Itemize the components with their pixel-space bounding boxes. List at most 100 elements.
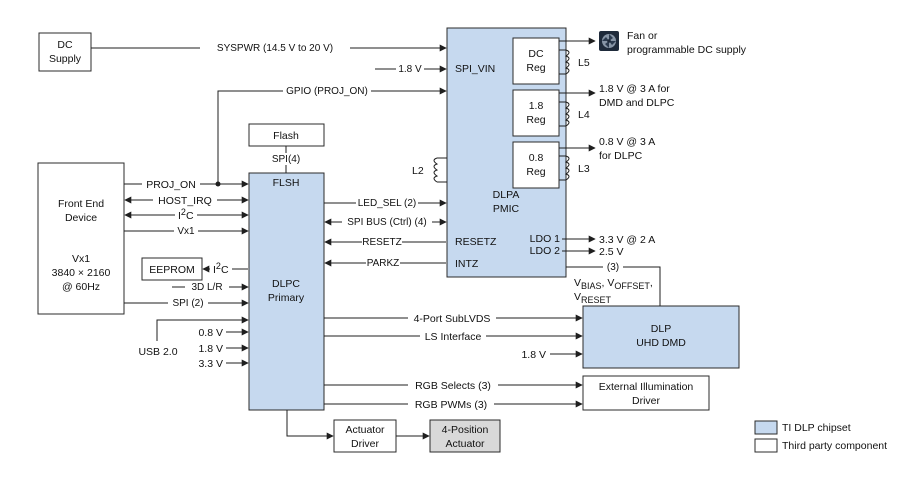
- flash-label: Flash: [273, 130, 299, 142]
- front-end-title-1: Front End: [58, 198, 104, 210]
- usb-label: USB 2.0: [138, 346, 177, 358]
- led-sel-wire: LED_SEL (2): [324, 197, 447, 209]
- actuator-driver-line-1: Actuator: [345, 424, 385, 436]
- dlpc-primary-block: FLSH DLPC Primary: [248, 172, 325, 411]
- reg-08-block: 0.8 Reg: [512, 141, 560, 189]
- l4-label: L4: [578, 109, 590, 121]
- dc-supply-block: DC Supply: [38, 32, 92, 72]
- dc-reg-line-1: DC: [528, 48, 544, 60]
- eeprom-i2c-wire: I2C: [202, 261, 248, 276]
- rgb-selects-wire: RGB Selects (3): [324, 379, 583, 392]
- external-illumination-driver-block: External Illumination Driver: [582, 375, 710, 411]
- dlpc-name-1: DLPC: [272, 278, 300, 290]
- dlpa-ldo1-pin: LDO 1: [530, 233, 561, 245]
- legend-swatch-third-party: [754, 438, 778, 453]
- actuator-driver-line-2: Driver: [351, 438, 380, 450]
- dmd-18v-label: 1.8 V: [521, 349, 546, 361]
- inductor-l3-icon: [559, 155, 570, 181]
- fan-icon: [599, 31, 619, 51]
- dlpc-18v-label: 1.8 V: [198, 343, 223, 355]
- dc-supply-line-2: Supply: [49, 53, 82, 65]
- syspwr-label: SYSPWR (14.5 V to 20 V): [217, 43, 333, 54]
- dc-reg-block: DC Reg: [512, 37, 560, 85]
- reg-18-line-1: 1.8: [529, 100, 544, 112]
- eeprom-i2c-label: I2C: [213, 261, 229, 276]
- out-18-label-1: 1.8 V @ 3 A for: [599, 83, 670, 95]
- spi-bus-label: SPI BUS (Ctrl) (4): [347, 217, 426, 228]
- dlpa-name-2: PMIC: [493, 203, 520, 215]
- front-end-vx1: Vx1: [72, 253, 90, 265]
- proj-on-label: PROJ_ON: [146, 179, 196, 191]
- dlpa-ldo2-pin: LDO 2: [530, 245, 561, 257]
- legend-label-third-party: Third party component: [782, 440, 887, 452]
- dmd-name-2: UHD DMD: [636, 337, 686, 349]
- lr3d-wire: 3D L/R: [172, 281, 249, 293]
- legend-item-ti: TI DLP chipset: [754, 420, 851, 435]
- fan-label-1: Fan or: [627, 30, 658, 42]
- actuator-line-1: 4-Position: [442, 424, 489, 436]
- front-end-rate: @ 60Hz: [62, 281, 100, 293]
- fan-label-2: programmable DC supply: [627, 44, 747, 56]
- l2-label: L2: [412, 165, 424, 177]
- reg-08-line-1: 0.8: [529, 152, 544, 164]
- spi-bus-wire: SPI BUS (Ctrl) (4): [324, 216, 447, 228]
- legend: TI DLP chipset Third party component: [754, 420, 887, 453]
- parkz-label: PARKZ: [367, 258, 400, 269]
- legend-item-third-party: Third party component: [754, 438, 887, 453]
- dc-supply-line-1: DC: [57, 39, 73, 51]
- l3-label: L3: [578, 163, 590, 175]
- parkz-wire: PARKZ: [324, 257, 446, 269]
- dmd-bias-count: (3): [607, 262, 619, 273]
- rgb-selects-label: RGB Selects (3): [415, 380, 491, 392]
- eeprom-block: EEPROM: [141, 257, 203, 281]
- i2c-wire: I2C: [124, 207, 249, 222]
- dlpc-supply-33-wire: 3.3 V: [198, 358, 249, 370]
- spi-vin-supply-wire: 1.8 V: [375, 63, 447, 75]
- resetz-wire: RESETZ: [324, 236, 446, 248]
- rgb-pwms-label: RGB PWMs (3): [415, 399, 487, 411]
- dlpa-spi-vin-pin: SPI_VIN: [455, 63, 495, 75]
- subslvds-label: 4-Port SubLVDS: [414, 313, 491, 325]
- dlp-uhd-dmd-block: DLP UHD DMD: [582, 305, 740, 369]
- reg-18-line-2: Reg: [526, 114, 545, 126]
- ldo2-output-label: 2.5 V: [599, 246, 624, 258]
- inductor-l2-icon: [433, 157, 447, 183]
- flash-spi-label: SPI(4): [272, 154, 300, 165]
- inductor-l5-icon: [559, 49, 570, 75]
- dlpa-name-1: DLPA: [493, 189, 520, 201]
- dmd-bias-wire: (3): [566, 261, 661, 306]
- legend-label-ti: TI DLP chipset: [782, 422, 851, 434]
- out-08-label-1: 0.8 V @ 3 A: [599, 136, 655, 148]
- ldo1-output-label: 3.3 V @ 2 A: [599, 234, 655, 246]
- dlpc-33v-label: 3.3 V: [198, 358, 223, 370]
- vx1-label: Vx1: [177, 226, 195, 237]
- dmd-supply-wire: 1.8 V: [521, 349, 583, 361]
- usb-wire: USB 2.0: [138, 316, 249, 358]
- ls-interface-label: LS Interface: [425, 331, 482, 343]
- dlpc-supply-08-wire: 0.8 V: [198, 327, 249, 339]
- reg-08-line-2: Reg: [526, 166, 545, 178]
- flash-block: Flash: [248, 123, 325, 147]
- dlpc-flsh-pin: FLSH: [273, 177, 300, 189]
- spi2-wire: SPI (2): [124, 297, 249, 309]
- flash-spi-wire: SPI(4): [268, 146, 304, 173]
- subslvds-wire: 4-Port SubLVDS: [324, 312, 583, 325]
- actuator-line-2: Actuator: [445, 438, 485, 450]
- front-end-resolution: 3840 × 2160: [52, 267, 111, 279]
- dmd-name-1: DLP: [651, 323, 671, 335]
- illumination-line-2: Driver: [632, 395, 661, 407]
- out-18-label-2: DMD and DLPC: [599, 97, 675, 109]
- gpio-label: GPIO (PROJ_ON): [286, 86, 368, 97]
- actuator-driver-block: Actuator Driver: [333, 419, 397, 453]
- front-end-device-block: Front End Device Vx1 3840 × 2160 @ 60Hz: [37, 162, 125, 315]
- dc-reg-line-2: Reg: [526, 62, 545, 74]
- lr3d-label: 3D L/R: [191, 282, 222, 293]
- dlpc-name-2: Primary: [268, 292, 305, 304]
- spi-vin-voltage-label: 1.8 V: [398, 64, 422, 75]
- front-end-title-2: Device: [65, 212, 97, 224]
- proj-on-wire: PROJ_ON: [124, 178, 249, 191]
- host-irq-wire: HOST_IRQ: [124, 194, 249, 207]
- host-irq-label: HOST_IRQ: [158, 195, 212, 207]
